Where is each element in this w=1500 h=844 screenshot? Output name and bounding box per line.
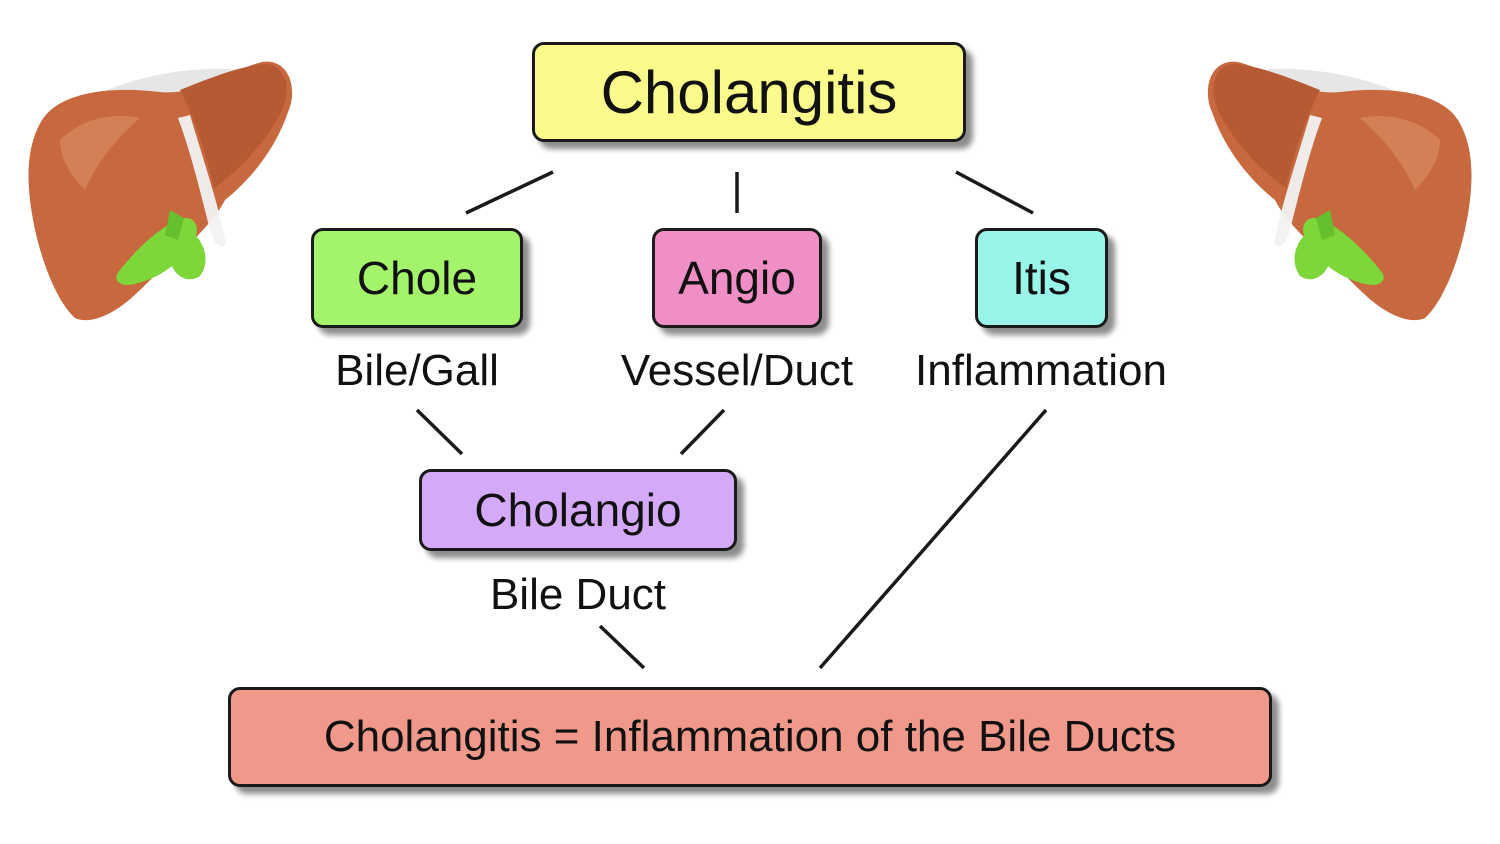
definition-label: Cholangitis = Inflammation of the Bile D… <box>323 712 1177 761</box>
cholangio-box: Cholangio <box>419 469 737 551</box>
angio-meaning: Vessel/Duct <box>620 346 854 395</box>
liver-gallbladder-icon <box>1207 61 1472 321</box>
definition-box: Cholangitis = Inflammation of the Bile D… <box>228 687 1272 787</box>
chole-label: Chole <box>356 252 478 304</box>
connector-root-chole <box>465 170 554 215</box>
root-term-label: Cholangitis <box>600 58 898 126</box>
liver-gallbladder-icon <box>28 61 293 321</box>
itis-meaning: Inflammation <box>915 346 1167 395</box>
connector-chole-cholangio <box>415 408 464 456</box>
root-term-box: Cholangitis <box>532 42 966 142</box>
chole-box: Chole <box>311 228 523 328</box>
cholangio-meaning: Bile Duct <box>489 570 667 619</box>
angio-box: Angio <box>652 228 822 328</box>
itis-box: Itis <box>975 228 1108 328</box>
itis-label: Itis <box>1012 252 1071 304</box>
angio-label: Angio <box>678 252 796 304</box>
connector-itis-result <box>818 408 1048 670</box>
cholangio-label: Cholangio <box>474 484 682 536</box>
chole-meaning: Bile/Gall <box>335 346 499 395</box>
connector-angio-cholangio <box>679 408 726 456</box>
connector-cholangio-result <box>598 624 646 670</box>
connector-root-itis <box>955 170 1034 215</box>
